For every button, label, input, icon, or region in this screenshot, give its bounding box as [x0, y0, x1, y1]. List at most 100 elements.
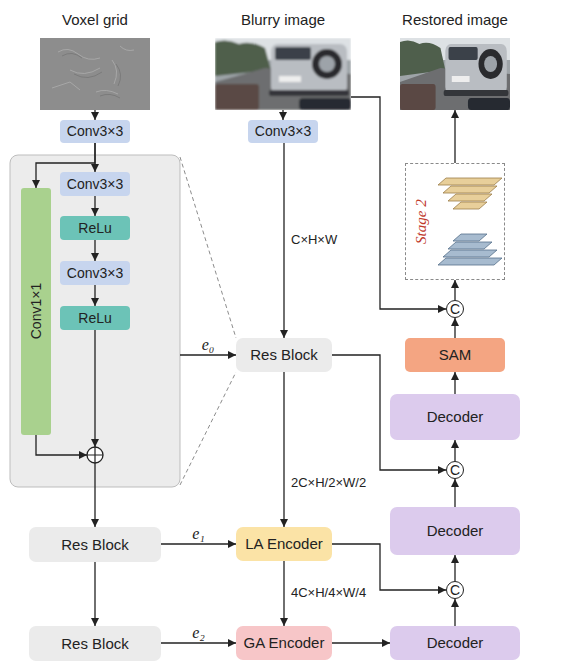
encoder-box: GA Encoder	[236, 626, 332, 660]
connector	[332, 544, 446, 590]
node-label: SAM	[439, 346, 472, 363]
node-label: ReLu	[78, 220, 111, 236]
node-label: Res Block	[250, 346, 318, 363]
image-heading: Blurry image	[241, 11, 325, 28]
res-block: Res Block	[29, 527, 161, 562]
encoder-box: LA Encoder	[236, 527, 332, 561]
concat-circle: C	[446, 461, 464, 479]
connector	[94, 196, 95, 216]
connector	[283, 143, 284, 338]
stage2-decoder-plates	[448, 242, 492, 249]
connector	[283, 372, 284, 527]
node-label: Res Block	[61, 536, 129, 553]
stage2-decoder-plates	[443, 250, 497, 257]
conv-box: Conv3×3	[248, 120, 318, 143]
connector	[94, 562, 95, 626]
node-label: Conv3×3	[67, 176, 123, 192]
edge-label: e₀	[200, 336, 217, 354]
res-block: Res Block	[236, 338, 332, 372]
connector	[94, 240, 95, 261]
image-panel: Voxel grid	[40, 38, 150, 110]
connector	[332, 642, 390, 643]
stage2-decoder-plates	[453, 234, 487, 241]
concat-circle: C	[446, 300, 464, 318]
connector	[36, 143, 95, 188]
stage-box: Stage 2	[405, 163, 505, 280]
edge-label: 4C×H/4×W/4	[289, 586, 368, 601]
node-label: Stage 2	[412, 199, 429, 244]
restored-image	[400, 38, 510, 110]
activation-box: ReLu	[60, 216, 130, 240]
res-block-detail: Conv1×1Conv3×3ReLuConv3×3ReLu	[10, 155, 180, 487]
connector	[94, 110, 95, 120]
connector	[351, 97, 446, 309]
node-label: Conv3×3	[67, 123, 123, 139]
node-label: Decoder	[427, 408, 484, 425]
connector	[180, 354, 236, 355]
connector	[94, 143, 95, 172]
voxel-grid-image	[62, 53, 121, 98]
conv-box: Conv1×1	[21, 188, 51, 435]
conv-box: Conv3×3	[60, 120, 130, 143]
edge-label: 2C×H/2×W/2	[289, 476, 368, 491]
node-label: Decoder	[427, 634, 484, 651]
image-panel: Blurry image	[215, 38, 351, 110]
restored-image	[400, 38, 510, 110]
node-label: C	[450, 582, 460, 598]
connector	[454, 555, 455, 581]
stage2-encoder-plates	[438, 178, 502, 209]
decoder-box: Decoder	[390, 507, 520, 555]
connector	[94, 285, 95, 306]
edge-label: e₁	[190, 525, 207, 543]
voxel-grid-image	[52, 46, 134, 94]
node-label: GA Encoder	[244, 634, 325, 651]
connector	[161, 642, 236, 643]
node-label: Conv1×1	[28, 283, 44, 339]
edge-label: e₂	[190, 624, 207, 642]
connector	[454, 372, 455, 394]
connector	[454, 318, 455, 338]
decoder-box: Decoder	[390, 394, 520, 440]
res-block-detail-panel	[36, 435, 87, 455]
edge-label: C×H×W	[289, 233, 339, 248]
connector	[332, 355, 446, 470]
conv-box: Conv3×3	[60, 261, 130, 285]
connector	[282, 110, 283, 120]
res-block-detail-panel	[87, 447, 103, 463]
voxel-grid-image	[40, 38, 150, 110]
node-label: C	[450, 462, 460, 478]
image-heading: Restored image	[402, 11, 508, 28]
res-block: Res Block	[29, 626, 161, 661]
node-label: Conv3×3	[67, 265, 123, 281]
node-label: Conv3×3	[255, 123, 311, 139]
stage2-encoder-plates	[448, 194, 492, 201]
stage2-encoder-plates	[443, 186, 497, 193]
concat-circle: C	[446, 581, 464, 599]
image-heading: Voxel grid	[62, 11, 128, 28]
zoom-lines	[180, 157, 236, 485]
stage2-encoder-plates	[453, 202, 487, 209]
conv-box: Conv3×3	[60, 172, 130, 196]
node-label: ReLu	[78, 310, 111, 326]
blurry-image	[215, 38, 351, 110]
res-block-detail-panel	[10, 155, 180, 487]
connector	[454, 110, 455, 163]
connector	[454, 479, 455, 507]
node-label: C	[450, 301, 460, 317]
res-block-detail-panel	[94, 330, 95, 447]
connector	[454, 440, 455, 461]
voxel-grid-image	[40, 38, 150, 110]
connector	[454, 280, 455, 300]
stage2-encoder-plates	[438, 178, 502, 185]
connector	[283, 561, 284, 626]
res-block-detail-panel	[10, 155, 180, 487]
node-label: LA Encoder	[245, 535, 323, 552]
connector	[454, 599, 455, 626]
res-block-detail-panel	[87, 447, 103, 463]
sam-box: SAM	[405, 338, 505, 372]
connector	[161, 543, 236, 544]
node-label: Res Block	[61, 635, 129, 652]
